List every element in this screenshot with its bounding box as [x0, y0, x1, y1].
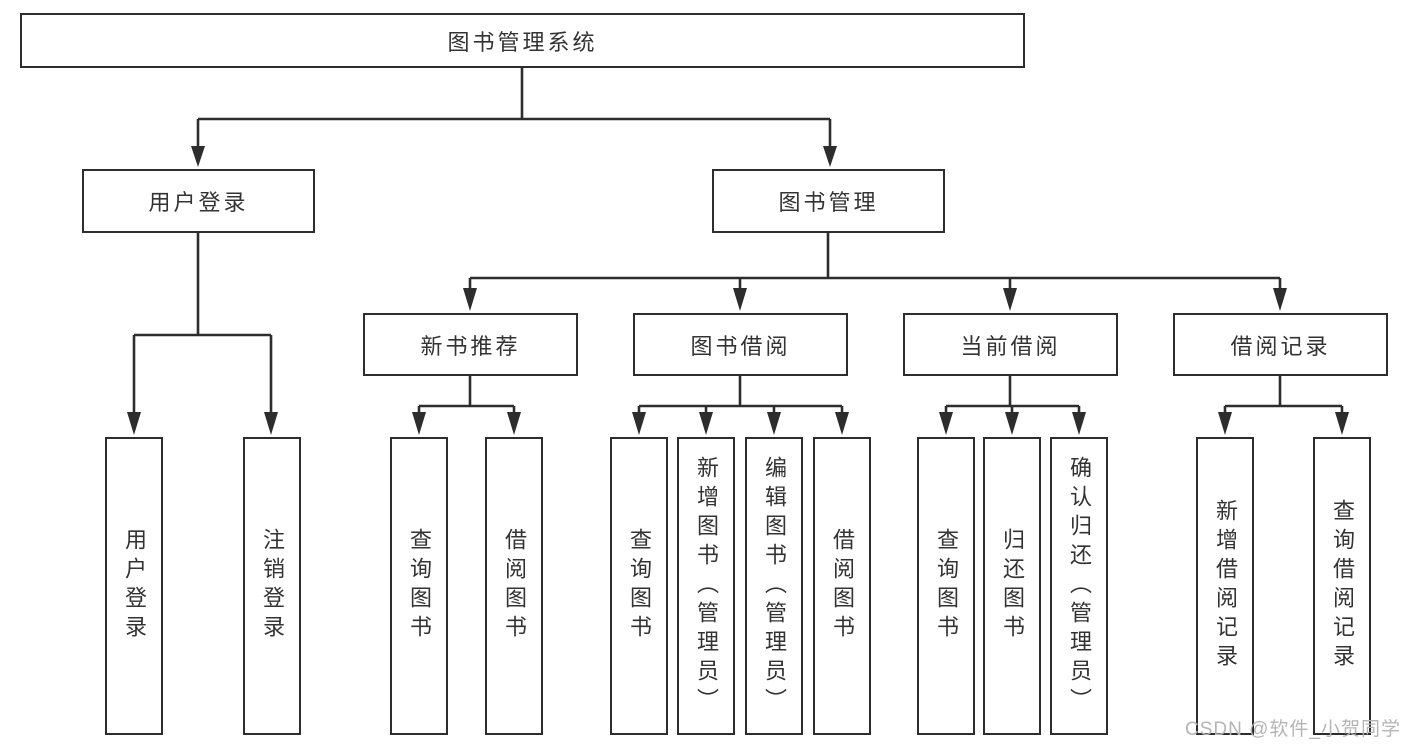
- node-current-borrow: 当前借阅: [903, 313, 1118, 376]
- leaf-logout-label: 注销登录: [260, 528, 285, 644]
- arrow-down-icon: [733, 288, 747, 311]
- edge-current-borrow-children: [944, 376, 1081, 412]
- arrow-down-icon: [823, 146, 837, 167]
- arrow-down-icon: [699, 412, 713, 435]
- leaf-query-borrow-record-label: 查询借阅记录: [1330, 499, 1355, 673]
- leaf-add-book-admin: 新增图书（管理员）: [677, 437, 735, 735]
- node-borrow-record-label: 借阅记录: [1230, 333, 1331, 359]
- edge-new-book-recommend-children: [417, 376, 516, 412]
- watermark: CSDN @软件_小贺同学: [1185, 719, 1401, 740]
- edge-book-borrow-children: [637, 376, 844, 412]
- arrow-down-icon: [835, 412, 849, 435]
- node-book-management-label: 图书管理: [778, 190, 879, 215]
- arrow-down-icon: [264, 412, 278, 435]
- leaf-query-book-borrow: 查询图书: [610, 437, 668, 735]
- node-new-book-recommend: 新书推荐: [363, 313, 578, 376]
- arrow-down-icon: [1273, 288, 1287, 311]
- leaf-borrow-book-label: 借阅图书: [830, 528, 855, 644]
- edge-borrow-record-children: [1223, 376, 1344, 412]
- arrow-down-icon: [1005, 412, 1019, 435]
- leaf-borrow-book-recommend-label: 借阅图书: [502, 528, 527, 644]
- arrow-down-icon: [767, 412, 781, 435]
- edge-book-management-children: [468, 233, 1282, 288]
- leaf-return-book-label: 归还图书: [1000, 528, 1025, 644]
- leaf-edit-book-admin-label: 编辑图书（管理员）: [762, 455, 787, 717]
- node-new-book-recommend-label: 新书推荐: [420, 333, 521, 359]
- leaf-query-book-current-label: 查询图书: [934, 528, 959, 644]
- arrow-down-icon: [632, 412, 646, 435]
- edge-user-login-children: [132, 233, 273, 412]
- node-root: 图书管理系统: [20, 13, 1025, 68]
- leaf-return-book: 归还图书: [983, 437, 1041, 735]
- arrow-down-icon: [463, 288, 477, 311]
- leaf-edit-book-admin: 编辑图书（管理员）: [745, 437, 803, 735]
- leaf-query-book-borrow-label: 查询图书: [627, 528, 652, 644]
- arrow-down-icon: [1335, 412, 1349, 435]
- leaf-borrow-book: 借阅图书: [813, 437, 871, 735]
- node-user-login-label: 用户登录: [148, 190, 249, 215]
- node-borrow-record: 借阅记录: [1173, 313, 1388, 376]
- arrow-down-icon: [127, 412, 141, 435]
- node-book-borrow: 图书借阅: [633, 313, 848, 376]
- arrow-down-icon: [191, 146, 205, 167]
- node-book-management: 图书管理: [712, 169, 945, 233]
- edge-root-to-level2: [196, 68, 832, 146]
- leaf-add-book-admin-label: 新增图书（管理员）: [694, 455, 719, 717]
- leaf-user-login-label: 用户登录: [122, 528, 147, 644]
- arrow-down-icon: [939, 412, 953, 435]
- arrow-down-icon: [412, 412, 426, 435]
- leaf-borrow-book-recommend: 借阅图书: [485, 437, 543, 735]
- node-current-borrow-label: 当前借阅: [960, 333, 1061, 359]
- leaf-query-book-recommend: 查询图书: [390, 437, 448, 735]
- node-user-login: 用户登录: [82, 169, 315, 233]
- arrow-down-icon: [1072, 412, 1086, 435]
- leaf-query-borrow-record: 查询借阅记录: [1313, 437, 1371, 735]
- node-root-label: 图书管理系统: [447, 29, 598, 55]
- leaf-confirm-return-admin: 确认归还（管理员）: [1050, 437, 1108, 735]
- leaf-query-book-recommend-label: 查询图书: [407, 528, 432, 644]
- arrow-down-icon: [1218, 412, 1232, 435]
- leaf-confirm-return-admin-label: 确认归还（管理员）: [1067, 455, 1092, 717]
- leaf-query-book-current: 查询图书: [917, 437, 975, 735]
- leaf-add-borrow-record: 新增借阅记录: [1196, 437, 1254, 735]
- leaf-logout: 注销登录: [243, 437, 301, 735]
- node-book-borrow-label: 图书借阅: [690, 333, 791, 359]
- arrow-down-icon: [1003, 288, 1017, 311]
- leaf-add-borrow-record-label: 新增借阅记录: [1213, 499, 1238, 673]
- arrow-down-icon: [507, 412, 521, 435]
- leaf-user-login: 用户登录: [105, 437, 163, 735]
